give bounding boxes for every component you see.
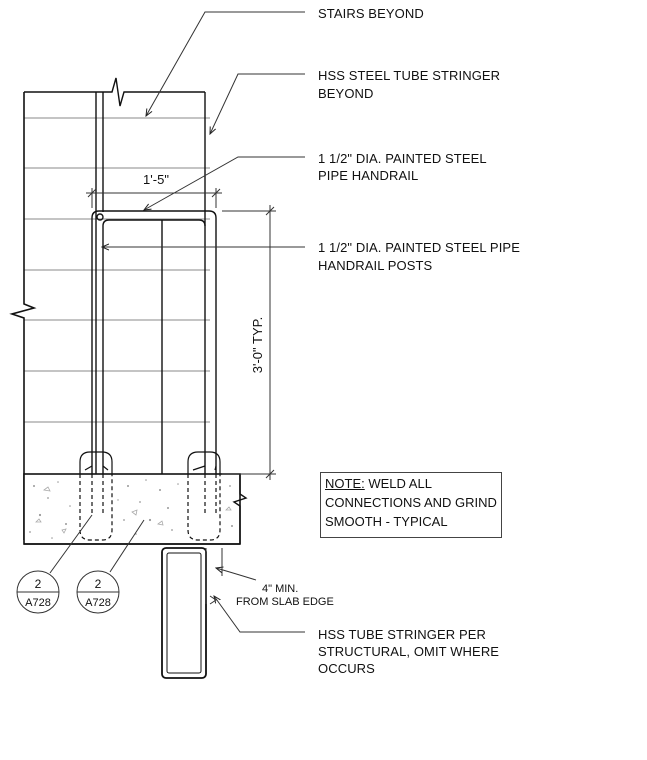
label-stringer-per-3: OCCURS	[318, 661, 375, 676]
width-dimension-text: 1'-5"	[143, 172, 169, 187]
weld-note-line-1: NOTE: WELD ALL	[325, 476, 432, 491]
weld-note-box: NOTE: WELD ALL CONNECTIONS AND GRIND SMO…	[320, 472, 502, 538]
min-edge-text-2: FROM SLAB EDGE	[236, 596, 334, 608]
hss-tube-stringer	[161, 547, 207, 679]
label-hss-stringer-beyond-1: HSS STEEL TUBE STRINGER	[318, 68, 501, 83]
leaders	[49, 11, 305, 633]
height-dimension	[222, 205, 276, 480]
detail-tag-2-sheet: A728	[85, 597, 111, 609]
label-handrail-1: 1 1/2" DIA. PAINTED STEEL	[318, 151, 487, 166]
label-posts-1: 1 1/2" DIA. PAINTED STEEL PIPE	[318, 240, 520, 255]
weld-note-line-3: SMOOTH - TYPICAL	[325, 514, 448, 529]
detail-tag-2: 2 A728	[76, 570, 120, 614]
label-stairs-beyond: STAIRS BEYOND	[318, 6, 424, 21]
post-sleeves	[79, 451, 221, 541]
concrete-slab	[23, 473, 248, 545]
label-stringer-per-2: STRUCTURAL, OMIT WHERE	[318, 644, 500, 659]
detail-tag-1: 2 A728	[16, 570, 60, 614]
width-dimension	[86, 188, 222, 208]
detail-tag-2-number: 2	[95, 577, 102, 591]
label-handrail-2: PIPE HANDRAIL	[318, 168, 419, 183]
weld-note-line-2: CONNECTIONS AND GRIND	[325, 495, 497, 510]
left-edge-break	[9, 92, 37, 540]
detail-tag-1-sheet: A728	[25, 597, 51, 609]
edge-distance-dimension	[205, 548, 223, 605]
label-posts-2: HANDRAIL POSTS	[318, 258, 433, 273]
detail-tag-1-number: 2	[35, 577, 42, 591]
weld-note-heading: NOTE:	[325, 476, 365, 491]
hss-stringer-beyond	[161, 92, 206, 474]
label-stringer-per-1: HSS TUBE STRINGER PER	[318, 627, 487, 642]
min-edge-text-1: 4" MIN.	[262, 583, 298, 595]
height-dimension-text: 3'-0" TYP.	[250, 317, 265, 373]
handrail-frame	[91, 92, 217, 474]
stair-treads	[24, 117, 210, 423]
top-break-line	[24, 77, 205, 107]
label-hss-stringer-beyond-2: BEYOND	[318, 86, 374, 101]
weld-note-line-1-rest: WELD ALL	[364, 476, 432, 491]
